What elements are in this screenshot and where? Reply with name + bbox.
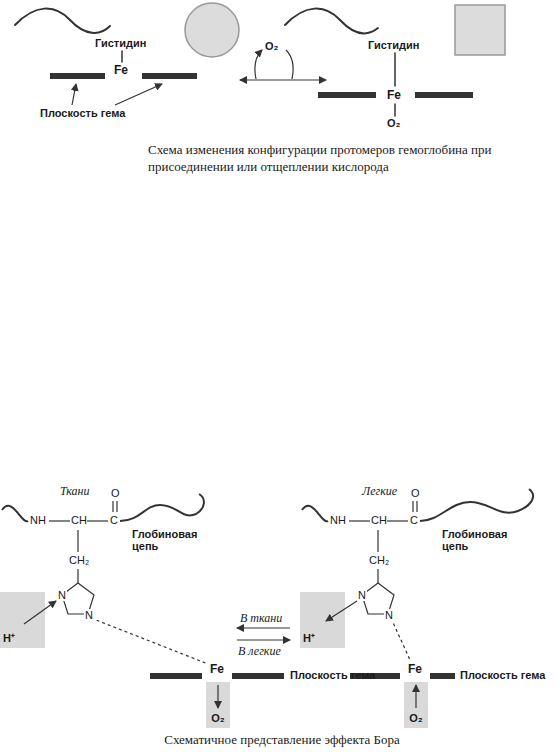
figure-caption: Схема изменения конфигурации протомеров … [148, 142, 493, 176]
heme-plane [150, 673, 202, 679]
globin-chain [15, 9, 110, 33]
symbol-label: H⁺ [303, 632, 315, 645]
atom-label: CH₂ [69, 554, 89, 566]
part-label: Плоскость гема [40, 107, 125, 119]
globin-chain [120, 494, 204, 521]
iron-symbol: Fe [387, 88, 401, 102]
heme-plane [318, 92, 376, 98]
direction-label: В ткани [240, 611, 282, 626]
bond [387, 520, 408, 521]
symbol-label: O₂ [409, 712, 422, 725]
bond [412, 501, 413, 512]
highlight-fill [0, 592, 45, 648]
bond [377, 530, 378, 552]
bond [116, 501, 117, 512]
globin-chain [302, 506, 328, 522]
atom-label: CH [71, 514, 87, 526]
heme-plane [142, 73, 197, 79]
part-label: Глобиновая цепь [132, 528, 210, 552]
heme-plane [50, 73, 105, 79]
figure-caption: Схематичное представление эффекта Бора [3, 732, 558, 749]
highlight-fill [300, 592, 345, 648]
highlight-fill [206, 682, 230, 728]
pointer-arrow [72, 84, 76, 105]
globin-chain [420, 489, 533, 521]
state-label: Легкие [362, 484, 397, 499]
atom-label: O [411, 487, 420, 499]
symbol-label: O₂ [211, 712, 224, 725]
globin-chain [285, 9, 378, 34]
atom-label: C [110, 514, 118, 526]
oxygen-arrow [415, 685, 416, 708]
proton-arrow [24, 601, 56, 624]
iron-symbol: Fe [210, 662, 224, 676]
bond [77, 530, 78, 552]
atom-label: NH [330, 514, 346, 526]
oxygen-arrow [255, 50, 262, 79]
bond [121, 51, 123, 62]
oxygen-symbol: O₂ [265, 40, 278, 52]
part-label: Плоскость гема [460, 669, 545, 681]
oxygen-arrow [286, 50, 293, 79]
part-label: Глобиновая цепь [442, 528, 522, 552]
iron-symbol: Fe [408, 662, 422, 676]
heme-plane [415, 92, 473, 98]
coordination-bond [391, 618, 410, 660]
highlight-box: O₂ [206, 682, 230, 728]
atom-label: CH [371, 514, 387, 526]
bond [377, 569, 378, 583]
direction-arrow [237, 627, 290, 628]
residue-name: Гистидин [95, 37, 146, 49]
highlight-boxes [0, 592, 428, 728]
bond [394, 53, 396, 86]
highlight-box: H⁺ [300, 592, 345, 648]
atom-label: NH [30, 514, 46, 526]
direction-label: В легкие [238, 644, 281, 659]
atom-label: N [84, 609, 94, 621]
atom-label: N [357, 589, 367, 601]
bond [349, 520, 370, 521]
bond [394, 104, 396, 116]
residue-name: Гистидин [368, 39, 419, 51]
atom-label: N [57, 589, 67, 601]
heme-plane [232, 673, 284, 679]
atom-label: CH₂ [369, 554, 389, 566]
direction-arrow [237, 639, 290, 640]
coordination-bond [91, 618, 208, 664]
atom-label: O [111, 487, 120, 499]
highlight-box: H⁺ [0, 592, 45, 648]
equilibrium-arrow [240, 79, 326, 80]
subunit-circle [185, 3, 239, 57]
highlight-box: O₂ [404, 682, 428, 728]
symbol-label: H⁺ [3, 632, 15, 645]
subunit-square [455, 5, 505, 55]
highlight-fill [404, 682, 428, 728]
heme-plane [430, 673, 455, 679]
part-label: Плоскость гема [290, 669, 375, 681]
atom-label: N [384, 609, 394, 621]
bond [87, 520, 108, 521]
bond [416, 501, 417, 512]
bond [77, 569, 78, 583]
iron-symbol: Fe [114, 63, 128, 77]
oxygen-arrow [217, 685, 218, 708]
globin-chain [2, 506, 28, 522]
bond [112, 501, 113, 512]
proton-arrow [326, 601, 357, 621]
oxygen-symbol: O₂ [387, 117, 400, 129]
bond [49, 520, 70, 521]
pointer-arrow [115, 84, 162, 105]
state-label: Ткани [60, 484, 90, 499]
atom-label: C [410, 514, 418, 526]
